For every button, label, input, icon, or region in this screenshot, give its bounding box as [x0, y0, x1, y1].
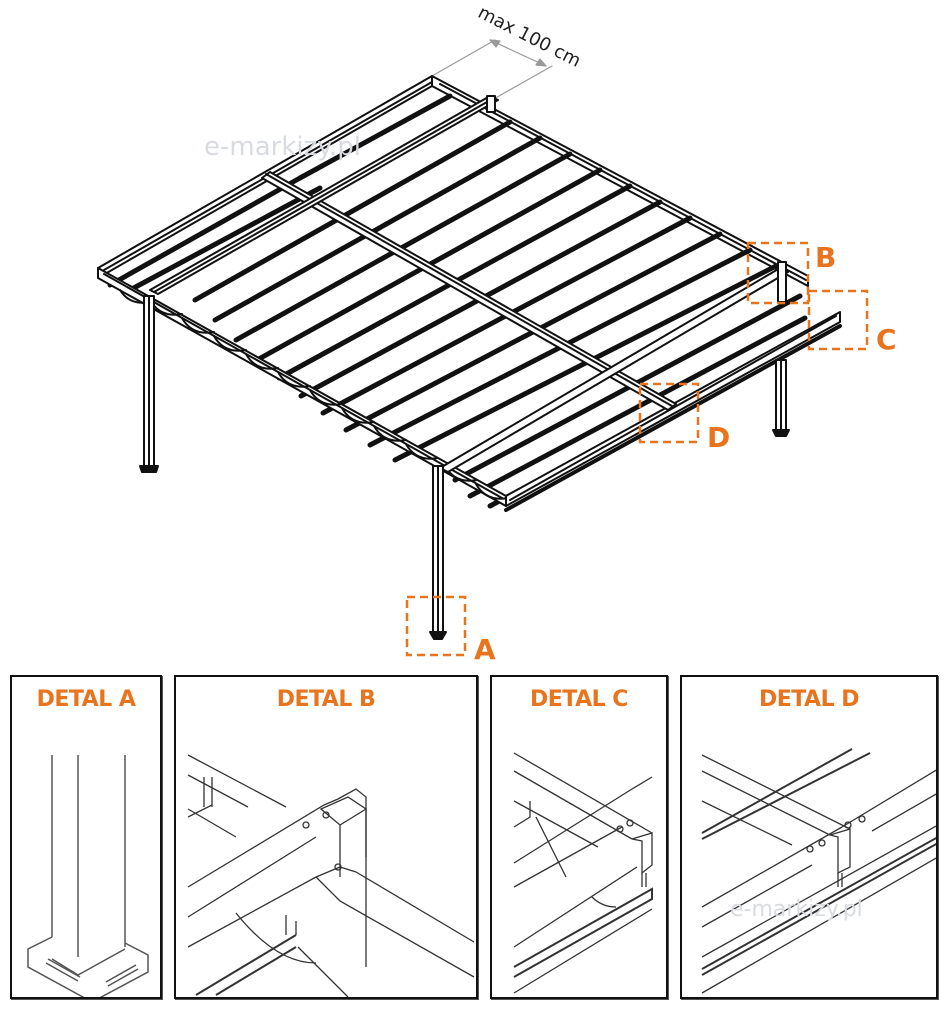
- post-right: [772, 359, 790, 437]
- right-crossbeam: [439, 267, 789, 473]
- dimension-lines: [431, 39, 553, 101]
- detail-panel-b: DETAL B: [174, 675, 478, 999]
- detail-title-a: DETAL A: [36, 687, 136, 712]
- detail-title-b: DETAL B: [276, 687, 376, 712]
- callout-label-c: C: [876, 323, 897, 356]
- rear-crossbeam: [149, 95, 499, 295]
- callout-label-a: A: [474, 633, 496, 666]
- watermark-top: e-markizy.pl: [204, 132, 361, 162]
- post-back-top: [486, 95, 496, 113]
- detail-a-drawing: [27, 755, 149, 997]
- front-right-rail: [504, 311, 842, 512]
- detail-b-drawing: [187, 754, 475, 997]
- detail-panel-c: DETAL C: [490, 675, 668, 999]
- detail-panel-a: DETAL A: [10, 675, 162, 999]
- pergola-main-drawing: [97, 39, 869, 657]
- callout-label-d: D: [707, 421, 731, 454]
- callout-box-d: [638, 382, 700, 444]
- post-left: [139, 295, 159, 473]
- detail-title-d: DETAL D: [758, 687, 860, 712]
- watermark-detail-d: e-markizy.pl: [730, 897, 863, 922]
- detail-title-c: DETAL C: [530, 687, 628, 712]
- detail-panel-d: DETAL D e-markizy.pl: [680, 675, 938, 999]
- post-front: [429, 465, 447, 640]
- detail-c-drawing: [513, 752, 653, 994]
- post-right-top: [777, 261, 787, 303]
- callout-box-b: [746, 241, 810, 305]
- detail-d-drawing: [701, 748, 936, 994]
- middle-crossbeam: [261, 171, 677, 411]
- callout-box-a: [405, 595, 467, 657]
- callout-box-c: [807, 289, 869, 351]
- back-rail: [431, 75, 809, 287]
- callout-label-b: B: [815, 241, 837, 274]
